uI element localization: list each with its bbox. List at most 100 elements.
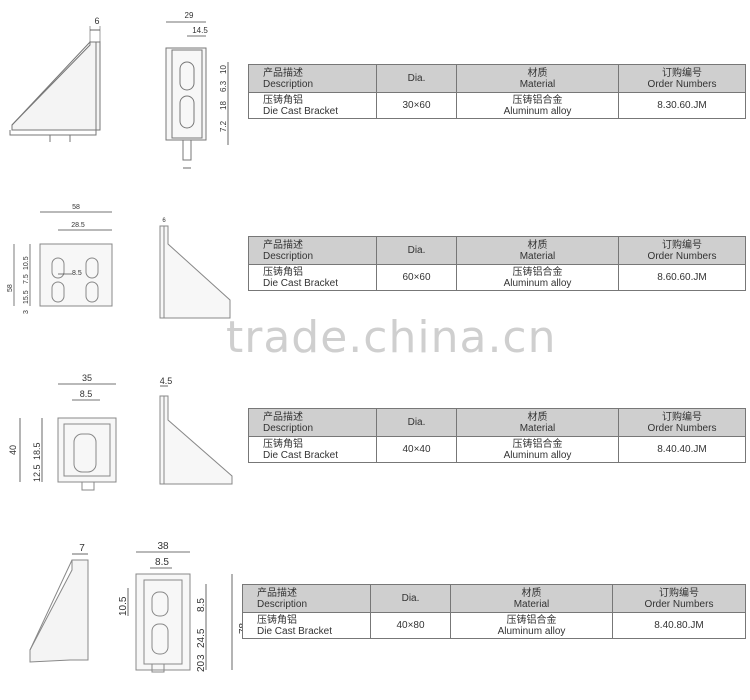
dim-label: 10 — [219, 65, 228, 74]
order-number: 8.40.40.JM — [618, 436, 746, 463]
desc-cn: 压铸角铝 — [263, 438, 303, 450]
desc-en: Die Cast Bracket — [257, 625, 333, 637]
material-cn: 压铸铝合金 — [506, 614, 557, 626]
header-order-en: Order Numbers — [644, 598, 714, 610]
header-desc-cn: 产品描述 — [263, 411, 303, 423]
dim-label: 3 — [196, 654, 207, 660]
drawing-40x80-front-view — [135, 573, 191, 673]
dim-label: 12.5 — [32, 464, 42, 482]
header-desc-en: Description — [257, 598, 308, 610]
table-row: 压铸角铝 Die Cast Bracket 40×40 压铸铝合金 Alumin… — [248, 436, 746, 463]
header-material-cn: 材质 — [527, 67, 548, 79]
material-cn: 压铸铝合金 — [512, 438, 563, 450]
dim-label: 10.5 — [118, 596, 129, 616]
header-order-cn: 订购编号 — [662, 411, 702, 423]
drawing-30x60-side-view — [9, 41, 101, 142]
dim-label: 40 — [8, 445, 18, 455]
dim-label: 8.5 — [80, 389, 93, 399]
header-dia: Dia. — [376, 64, 457, 93]
material-en: Aluminum alloy — [497, 625, 566, 637]
header-desc-cn: 产品描述 — [263, 239, 303, 251]
header-order-cn: 订购编号 — [659, 587, 699, 599]
dim-label: 28.5 — [71, 222, 85, 229]
drawing-40x40-front-view — [57, 417, 117, 491]
dim-label: 6 — [162, 218, 166, 224]
dim-label: 58 — [72, 204, 80, 211]
spec-table-40x40: 产品描述 Description Dia. 材质 Material 订购编号 O… — [248, 408, 746, 463]
dim-label: 7.5 — [23, 274, 30, 284]
header-material-en: Material — [513, 598, 550, 610]
spec-table-60x60: 产品描述 Description Dia. 材质 Material 订购编号 O… — [248, 236, 746, 291]
material-en: Aluminum alloy — [503, 277, 572, 289]
header-material-cn: 材质 — [527, 411, 548, 423]
dim-label: 18.5 — [32, 442, 42, 460]
dim-label: 8.5 — [196, 598, 207, 612]
dim-label: 7 — [79, 543, 85, 554]
drawing-40x80-side-view: 7 — [29, 543, 89, 663]
material-cn: 压铸铝合金 — [512, 266, 563, 278]
dim-label: 6 — [94, 16, 99, 26]
dimension-30x60-front: 29 14.5 10 6.3 18 7.2 — [166, 11, 229, 169]
dim-label: 14.5 — [192, 26, 208, 35]
desc-en: Die Cast Bracket — [263, 105, 339, 117]
table-row: 压铸角铝 Die Cast Bracket 40×80 压铸铝合金 Alumin… — [242, 612, 746, 639]
dim-label: 29 — [185, 11, 194, 20]
table-row: 压铸角铝 Die Cast Bracket 30×60 压铸铝合金 Alumin… — [248, 92, 746, 119]
header-desc-en: Description — [263, 422, 314, 434]
material-en: Aluminum alloy — [503, 105, 572, 117]
dim-label: 18 — [219, 101, 228, 110]
watermark: trade.china.cn — [226, 312, 557, 363]
dimension-60x60-front: 58 28.5 8.5 58 10.5 7.5 15.5 3 — [7, 204, 112, 314]
header-dia: Dia. — [376, 408, 457, 437]
dia-value: 40×80 — [370, 612, 451, 639]
dia-value: 40×40 — [376, 436, 457, 463]
dim-label: 24.5 — [196, 628, 207, 648]
header-material-cn: 材质 — [527, 239, 548, 251]
dim-label: 38 — [157, 541, 169, 552]
header-material-cn: 材质 — [521, 587, 542, 599]
desc-cn: 压铸角铝 — [263, 266, 303, 278]
dim-label: 4.5 — [160, 376, 173, 386]
dimension-40x40-front: 35 8.5 40 18.5 12.5 — [8, 373, 116, 482]
dim-label: 10.5 — [23, 256, 30, 270]
material-cn: 压铸铝合金 — [512, 94, 563, 106]
header-desc-cn: 产品描述 — [257, 587, 297, 599]
dim-label: 6.3 — [219, 80, 228, 92]
drawing-60x60-side-view: 6 — [159, 218, 231, 319]
dim-label: 3 — [23, 310, 30, 314]
dia-value: 60×60 — [376, 264, 457, 291]
dim-label: 35 — [82, 373, 92, 383]
dim-label: 7.2 — [219, 120, 228, 132]
header-dia: Dia. — [376, 236, 457, 265]
desc-cn: 压铸角铝 — [263, 94, 303, 106]
material-en: Aluminum alloy — [503, 449, 572, 461]
dim-label: 15.5 — [23, 290, 30, 304]
spec-table-40x80: 产品描述 Description Dia. 材质 Material 订购编号 O… — [242, 584, 746, 639]
order-number: 8.40.80.JM — [612, 612, 746, 639]
dia-value: 30×60 — [376, 92, 457, 119]
desc-cn: 压铸角铝 — [257, 614, 297, 626]
dim-label: 8.5 — [72, 270, 82, 277]
header-dia: Dia. — [370, 584, 451, 613]
drawing-60x60-front-view — [39, 243, 113, 307]
header-order-en: Order Numbers — [647, 422, 717, 434]
table-row: 压铸角铝 Die Cast Bracket 60×60 压铸铝合金 Alumin… — [248, 264, 746, 291]
drawing-30x60-front-view — [165, 47, 207, 161]
header-material-en: Material — [519, 422, 556, 434]
desc-en: Die Cast Bracket — [263, 277, 339, 289]
header-material-en: Material — [519, 250, 556, 262]
header-order-cn: 订购编号 — [662, 239, 702, 251]
order-number: 8.60.60.JM — [618, 264, 746, 291]
header-material-en: Material — [519, 78, 556, 90]
drawing-40x40-side-view: 4.5 — [159, 376, 233, 485]
header-desc-en: Description — [263, 78, 314, 90]
header-desc-en: Description — [263, 250, 314, 262]
dim-label: 20 — [196, 660, 207, 672]
header-order-en: Order Numbers — [647, 78, 717, 90]
header-order-cn: 订购编号 — [662, 67, 702, 79]
desc-en: Die Cast Bracket — [263, 449, 339, 461]
order-number: 8.30.60.JM — [618, 92, 746, 119]
dim-label: 58 — [7, 284, 14, 292]
dim-label: 8.5 — [155, 557, 169, 568]
